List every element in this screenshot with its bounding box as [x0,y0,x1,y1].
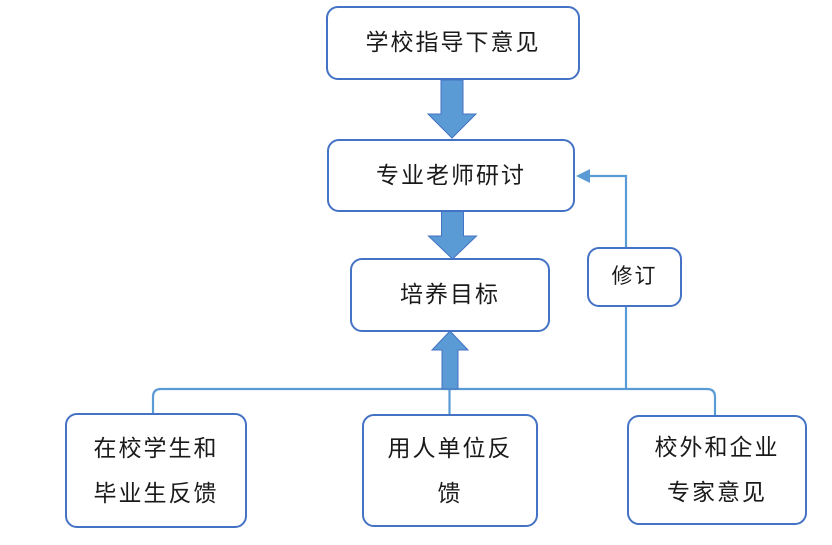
node-training-objectives-label: 培养目标 [400,282,500,308]
revision-to-teacher-line [588,174,628,248]
node-employer-feedback-line2: 馈 [437,480,463,506]
node-student-graduate-feedback-line2: 毕业生反馈 [93,480,219,506]
node-revision: 修订 [587,247,682,307]
feedback-bus-line [151,387,717,417]
node-student-graduate-feedback: 在校学生和 毕业生反馈 [65,413,247,528]
node-school-guidance-label: 学校指导下意见 [365,30,541,56]
node-employer-feedback: 用人单位反 馈 [362,414,538,527]
arrow-teacher-to-goal-icon [427,209,478,260]
node-student-graduate-feedback-line1: 在校学生和 [93,435,219,461]
node-external-expert-opinion-line1: 校外和企业 [654,435,780,460]
node-training-objectives: 培养目标 [350,258,550,332]
node-school-guidance: 学校指导下意见 [326,6,580,80]
arrow-school-to-teacher-icon [426,79,478,139]
node-employer-feedback-line1: 用人单位反 [387,435,513,461]
node-revision-label: 修订 [611,264,658,289]
node-teacher-discussion-label: 专业老师研讨 [376,162,526,188]
arrow-feedback-to-goal-icon [430,330,470,390]
node-teacher-discussion: 专业老师研讨 [327,139,575,212]
revision-to-teacher-arrowhead-icon [576,169,590,183]
node-external-expert-opinion-line2: 专家意见 [667,480,767,505]
node-external-expert-opinion: 校外和企业 专家意见 [627,415,807,525]
